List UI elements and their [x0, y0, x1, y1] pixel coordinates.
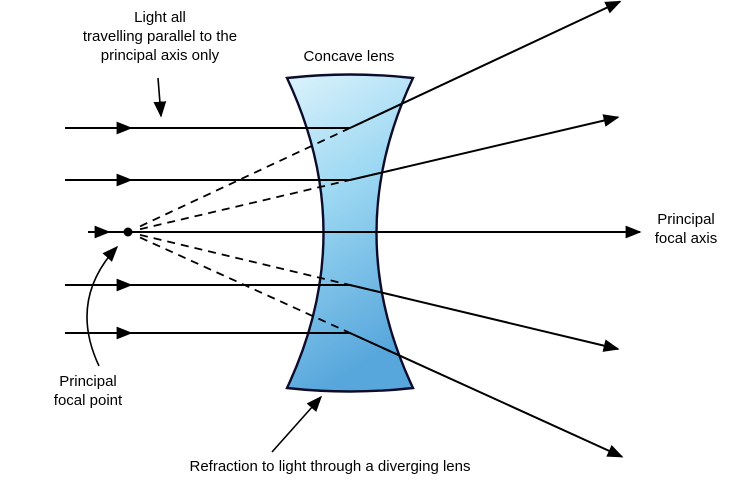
label-concave-lens: Concave lens [304, 48, 395, 65]
parallel-light-pointer-arrow [153, 77, 167, 118]
label-caption: Refraction to light through a diverging … [189, 458, 470, 475]
refracted-ray [349, 332, 624, 458]
rays-layer [65, 0, 642, 458]
refracted-ray [349, 114, 620, 181]
label-parallel-light-line3: principal axis only [101, 47, 220, 64]
label-principal-focal-point-line2: focal point [54, 392, 123, 409]
label-parallel-light-line2: travelling parallel to the [83, 28, 237, 45]
label-parallel-light-line1: Light all [134, 9, 186, 26]
refracted-ray [349, 284, 620, 352]
label-principal-focal-point-line1: Principal [59, 373, 117, 390]
focal-point-dot [123, 227, 133, 237]
virtual-ray-dashed [139, 233, 407, 300]
virtual-ray-dashed [139, 100, 407, 228]
focal-point-pointer-arrow [86, 245, 119, 367]
label-principal-focal-axis-line1: Principal [657, 211, 715, 228]
label-principal-focal-axis-line2: focal axis [655, 230, 718, 247]
caption-pointer-arrow [271, 395, 323, 453]
virtual-ray-dashed [139, 166, 407, 231]
virtual-ray-dashed [139, 236, 407, 360]
